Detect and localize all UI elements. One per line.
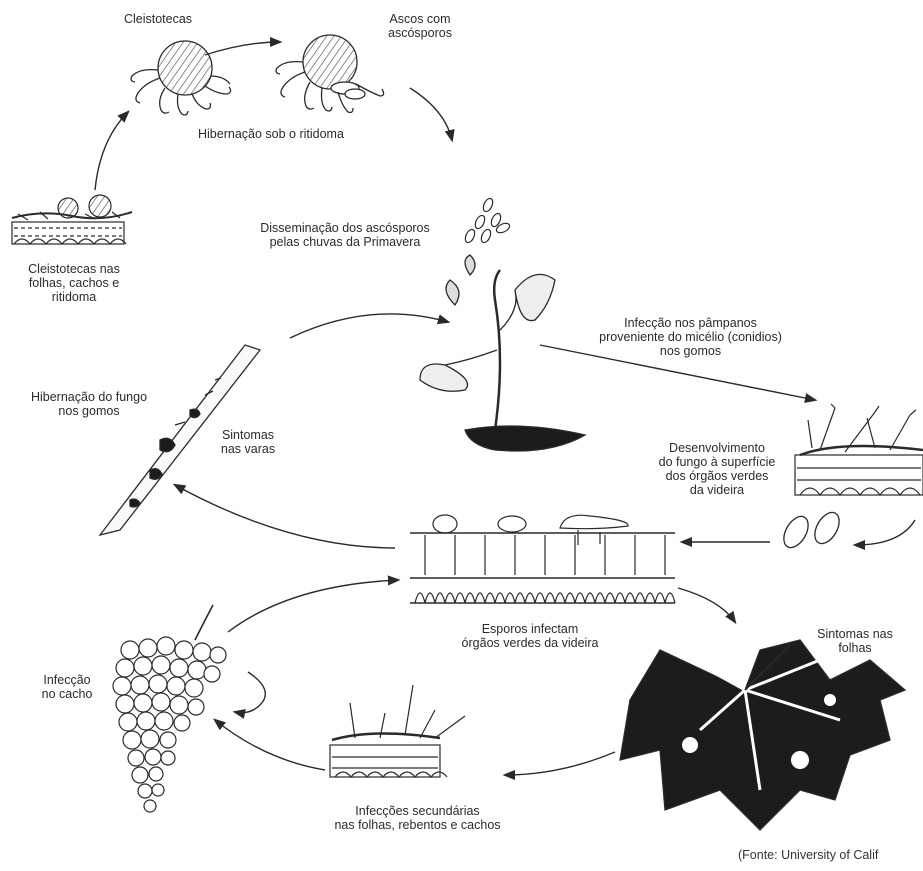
label-ascos: Ascos com ascósporos bbox=[365, 12, 475, 40]
label-infeccao-cacho: Infecção no cacho bbox=[22, 673, 112, 701]
label-esporos: Esporos infectam órgãos verdes da videir… bbox=[430, 622, 630, 650]
source-credit: (Fonte: University of Calif bbox=[738, 848, 878, 862]
host-tissue-illustration bbox=[410, 515, 675, 603]
label-cleistotecas-folhas: Cleistotecas nas folhas, cachos e ritido… bbox=[8, 262, 140, 304]
arrow-bark-to-cleistotecas bbox=[95, 112, 128, 190]
label-disseminacao: Disseminação dos ascósporos pelas chuvas… bbox=[240, 221, 450, 249]
grape-cluster-illustration bbox=[113, 605, 226, 812]
arrow-tissue-to-leaf bbox=[678, 588, 735, 622]
label-sintomas-folhas: Sintomas nas folhas bbox=[800, 627, 910, 655]
infected-leaf-illustration bbox=[620, 640, 905, 830]
conidia-illustration bbox=[779, 508, 844, 551]
bark-illustration bbox=[12, 195, 132, 244]
asci-illustration bbox=[276, 35, 384, 113]
arrow-ascos-to-dissemination bbox=[410, 88, 452, 140]
label-hibernacao-ritidoma: Hibernação sob o ritidoma bbox=[198, 127, 344, 141]
secondary-infection-illustration bbox=[330, 685, 465, 777]
arrow-tissue-to-cane bbox=[175, 485, 395, 548]
arrow-grapes-loop bbox=[235, 672, 265, 713]
surface-mycelium-illustration bbox=[795, 404, 923, 495]
label-desenvolvimento: Desenvolvimento do fungo à superfície do… bbox=[632, 441, 802, 497]
label-sintomas-varas: Sintomas nas varas bbox=[208, 428, 288, 456]
arrow-cleistotecas-to-ascos bbox=[205, 42, 280, 55]
label-infeccao-pampanos: Infecção nos pâmpanos proveniente do mic… bbox=[578, 316, 803, 358]
arrow-leaf-to-secondary bbox=[505, 752, 615, 775]
arrow-cane-to-shoot bbox=[290, 314, 448, 338]
young-shoot-illustration bbox=[420, 255, 585, 451]
ascospores-illustration bbox=[463, 197, 511, 244]
arrow-mycelium-to-conidia bbox=[855, 520, 915, 545]
arrow-grapes-to-tissue bbox=[228, 580, 398, 632]
arrow-secondary-to-grapes bbox=[215, 720, 325, 770]
label-cleistotecas: Cleistotecas bbox=[108, 12, 208, 26]
label-infeccoes-secundarias: Infecções secundárias nas folhas, rebent… bbox=[290, 804, 545, 832]
label-hibernacao-fungo: Hibernação do fungo nos gomos bbox=[14, 390, 164, 418]
